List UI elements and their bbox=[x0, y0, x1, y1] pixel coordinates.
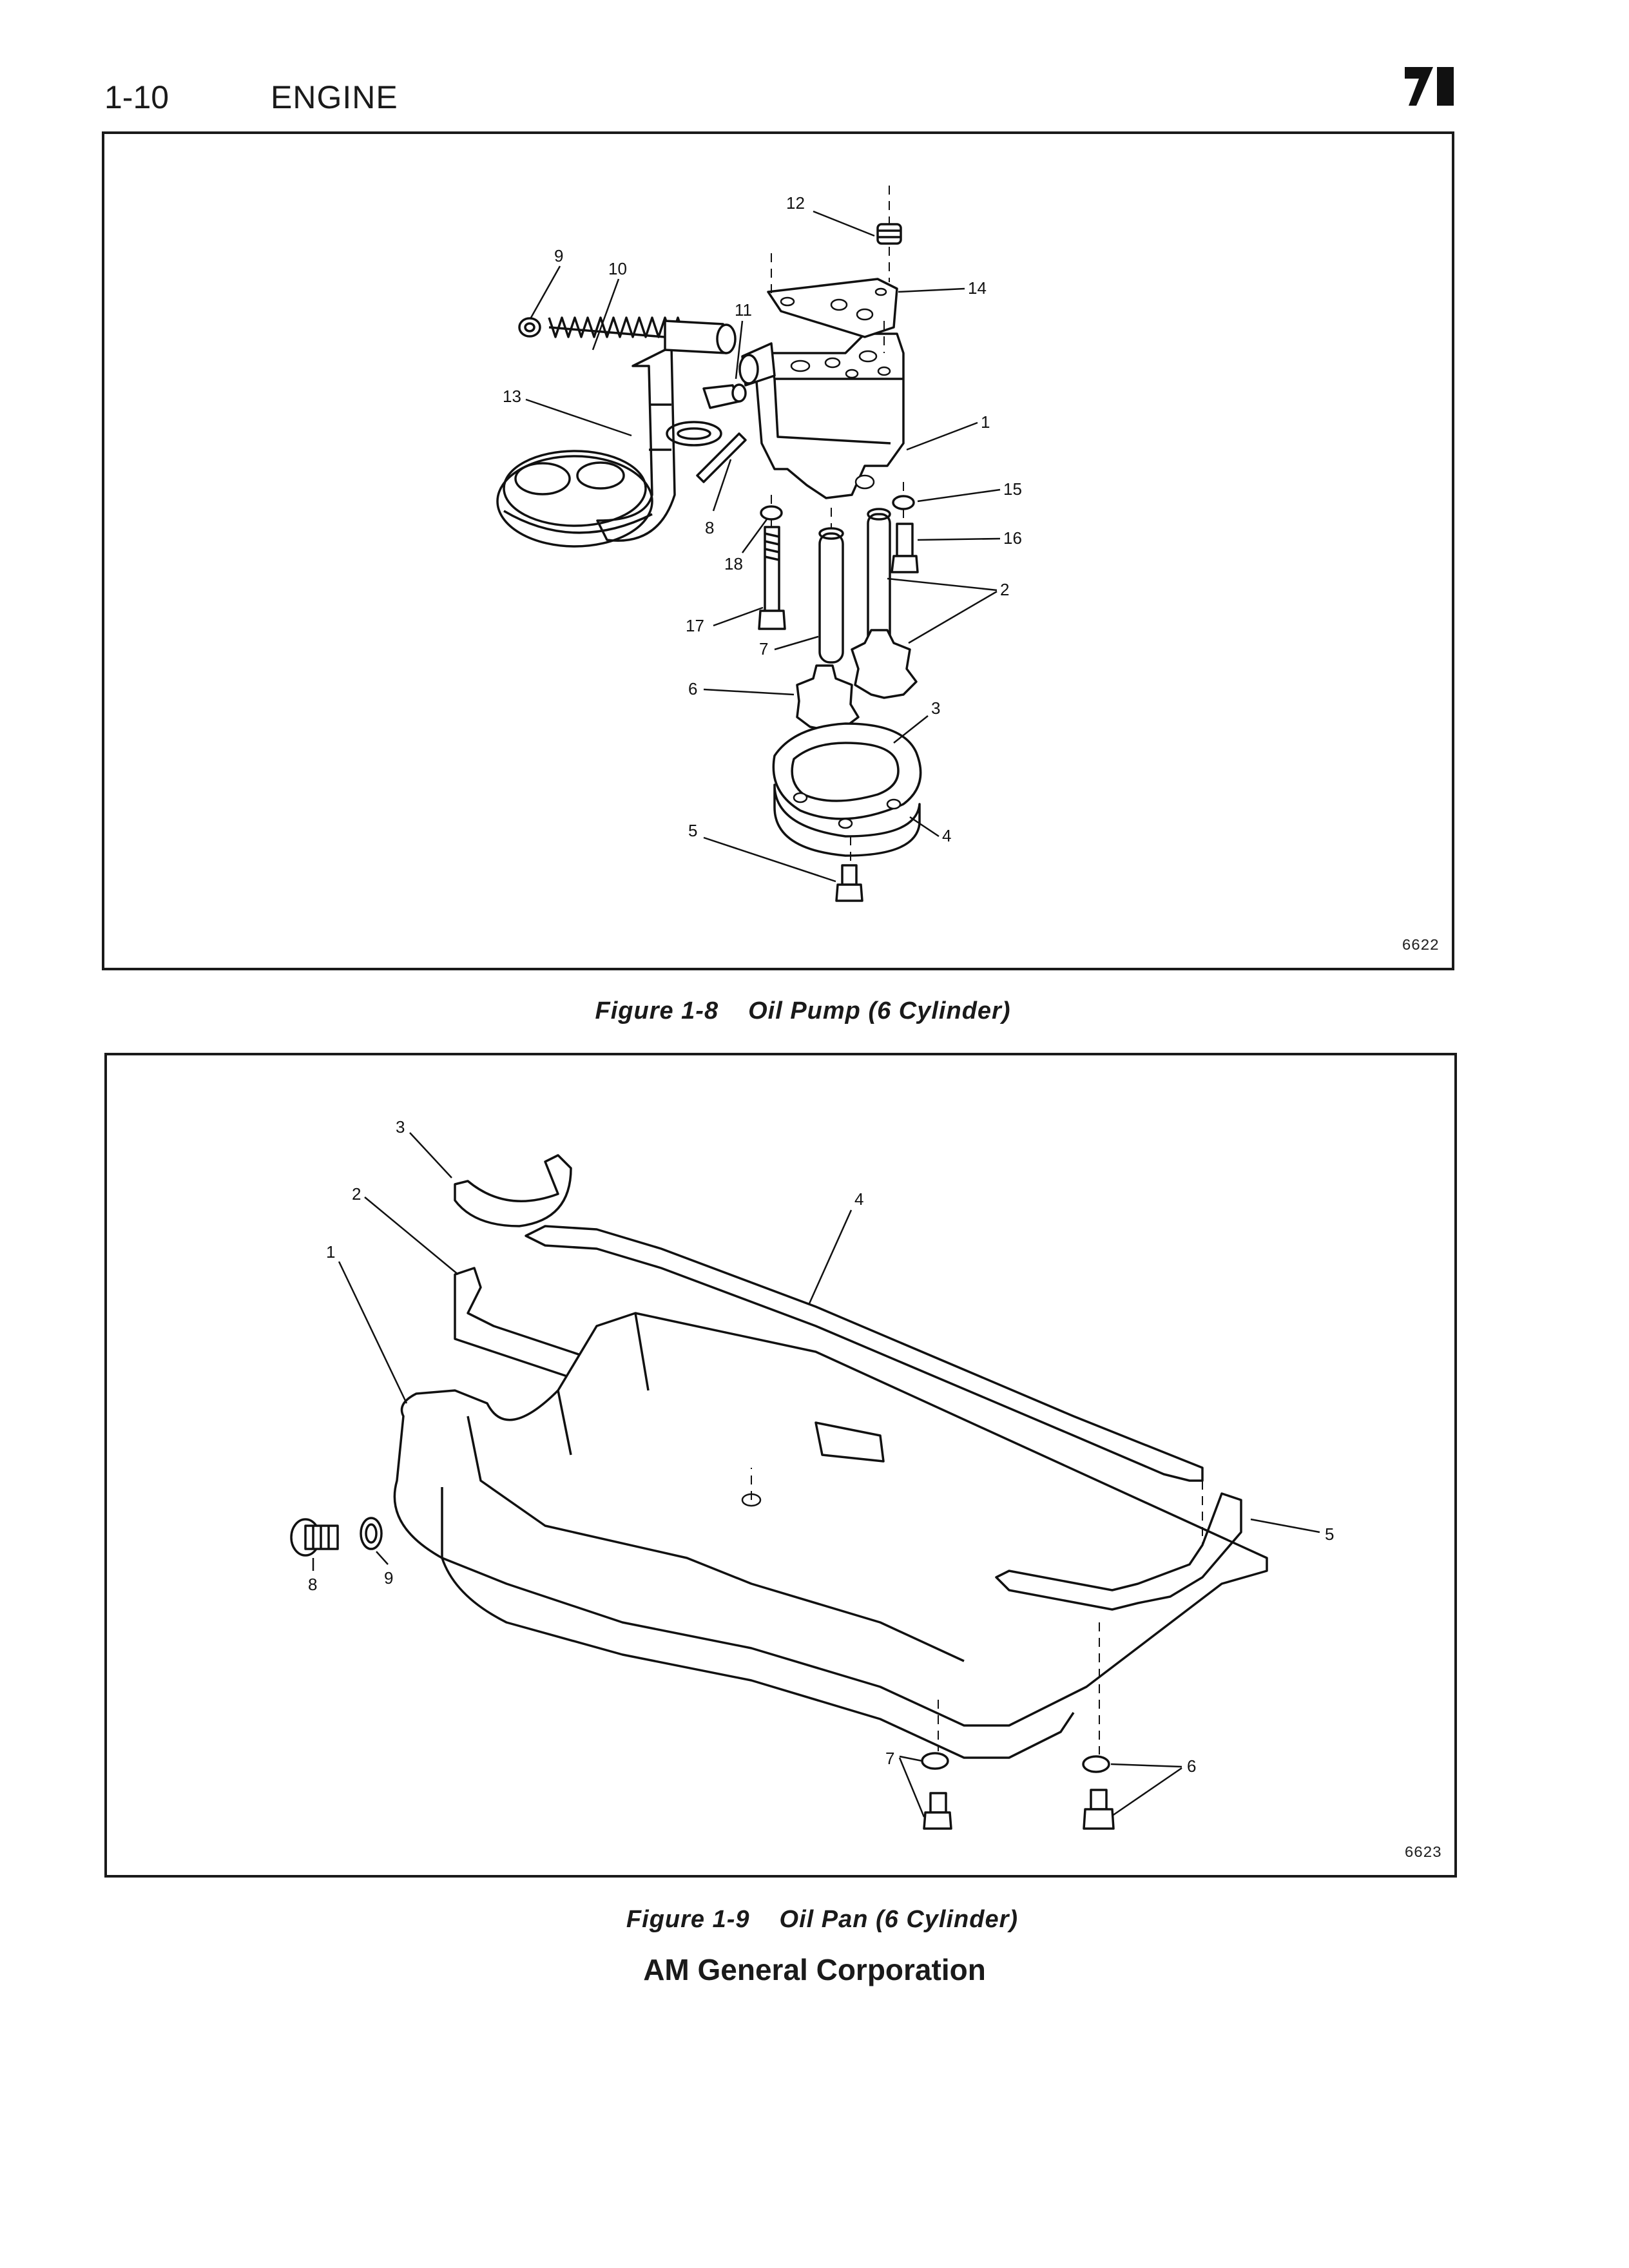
cover-bolt bbox=[835, 864, 863, 902]
callout-18: 18 bbox=[724, 554, 743, 573]
idler-gear-shaft bbox=[818, 527, 844, 664]
callout-3: 3 bbox=[931, 698, 940, 718]
callout-15: 15 bbox=[1003, 479, 1022, 499]
callout-1: 1 bbox=[326, 1242, 335, 1262]
pipe-plug bbox=[876, 223, 902, 245]
callout-9: 9 bbox=[554, 246, 563, 265]
figure-title: Oil Pan (6 Cylinder) bbox=[779, 1906, 1019, 1933]
pan-bolt bbox=[1083, 1789, 1115, 1830]
callout-1: 1 bbox=[981, 412, 990, 432]
oil-pump-exploded-diagram: 12 14 1 15 16 2 3 4 5 6 7 17 18 8 11 10 … bbox=[496, 186, 1022, 902]
figure-oil-pan: 3 2 1 4 5 6 7 8 9 6623 bbox=[104, 1053, 1457, 1878]
publisher-logo-icon bbox=[1405, 67, 1454, 106]
figure-id: 6623 bbox=[1404, 1845, 1441, 1862]
page-number: 1-10 bbox=[104, 79, 169, 115]
callout-14: 14 bbox=[968, 278, 987, 298]
figure-caption: Figure 1-9 Oil Pan (6 Cylinder) bbox=[8, 1906, 1629, 1934]
callout-13: 13 bbox=[503, 387, 521, 406]
callout-4: 4 bbox=[854, 1189, 863, 1209]
oil-pan bbox=[393, 1312, 1268, 1759]
drain-plug bbox=[290, 1518, 339, 1557]
callout-11: 11 bbox=[735, 300, 752, 320]
callout-16: 16 bbox=[1003, 528, 1022, 548]
pan-bolt bbox=[923, 1792, 952, 1830]
figure-number: Figure 1-8 bbox=[595, 997, 719, 1024]
callout-6: 6 bbox=[688, 679, 697, 698]
callout-9: 9 bbox=[384, 1568, 393, 1588]
callout-12: 12 bbox=[786, 193, 805, 213]
callout-8: 8 bbox=[705, 518, 714, 537]
cover-bolt bbox=[891, 523, 919, 573]
lockwasher bbox=[760, 505, 783, 521]
lockwasher bbox=[892, 495, 915, 510]
callout-6: 6 bbox=[1187, 1756, 1196, 1776]
callout-3: 3 bbox=[396, 1117, 405, 1137]
end-gasket bbox=[995, 1492, 1242, 1611]
pump-mounting-bolt bbox=[758, 526, 786, 630]
relief-valve-spring bbox=[518, 316, 747, 409]
callout-5: 5 bbox=[1325, 1524, 1334, 1544]
drive-gear-and-shaft bbox=[851, 508, 918, 699]
oil-pan-exploded-diagram: 3 2 1 4 5 6 7 8 9 bbox=[290, 1117, 1334, 1830]
callout-7: 7 bbox=[759, 639, 768, 658]
figure-number: Figure 1-9 bbox=[626, 1906, 750, 1933]
lockwasher bbox=[921, 1752, 949, 1770]
callout-5: 5 bbox=[688, 821, 697, 840]
pump-body bbox=[738, 332, 905, 499]
pump-cover-plate bbox=[767, 278, 898, 338]
cotter-pin bbox=[696, 432, 747, 483]
idler-gear bbox=[796, 664, 860, 731]
publisher-name: AM General Corporation bbox=[643, 1953, 986, 1986]
drain-plug-gasket bbox=[360, 1517, 383, 1550]
callout-2: 2 bbox=[1000, 580, 1009, 599]
callout-10: 10 bbox=[608, 259, 627, 278]
callout-2: 2 bbox=[352, 1184, 361, 1204]
callout-8: 8 bbox=[308, 1575, 317, 1594]
figure-caption: Figure 1-8 Oil Pump (6 Cylinder) bbox=[0, 997, 1617, 1025]
callout-4: 4 bbox=[942, 826, 951, 845]
callout-7: 7 bbox=[885, 1749, 894, 1768]
figure-title: Oil Pump (6 Cylinder) bbox=[748, 997, 1011, 1024]
side-gasket bbox=[525, 1225, 1204, 1482]
figure-oil-pump: 12 14 1 15 16 2 3 4 5 6 7 17 18 8 11 10 … bbox=[102, 131, 1454, 970]
figure-id: 6622 bbox=[1402, 937, 1439, 955]
callout-17: 17 bbox=[686, 616, 704, 635]
rear-main-seal bbox=[454, 1154, 572, 1227]
pickup-screen bbox=[496, 345, 722, 548]
section-title: ENGINE bbox=[271, 79, 398, 115]
lockwasher bbox=[1082, 1755, 1110, 1773]
